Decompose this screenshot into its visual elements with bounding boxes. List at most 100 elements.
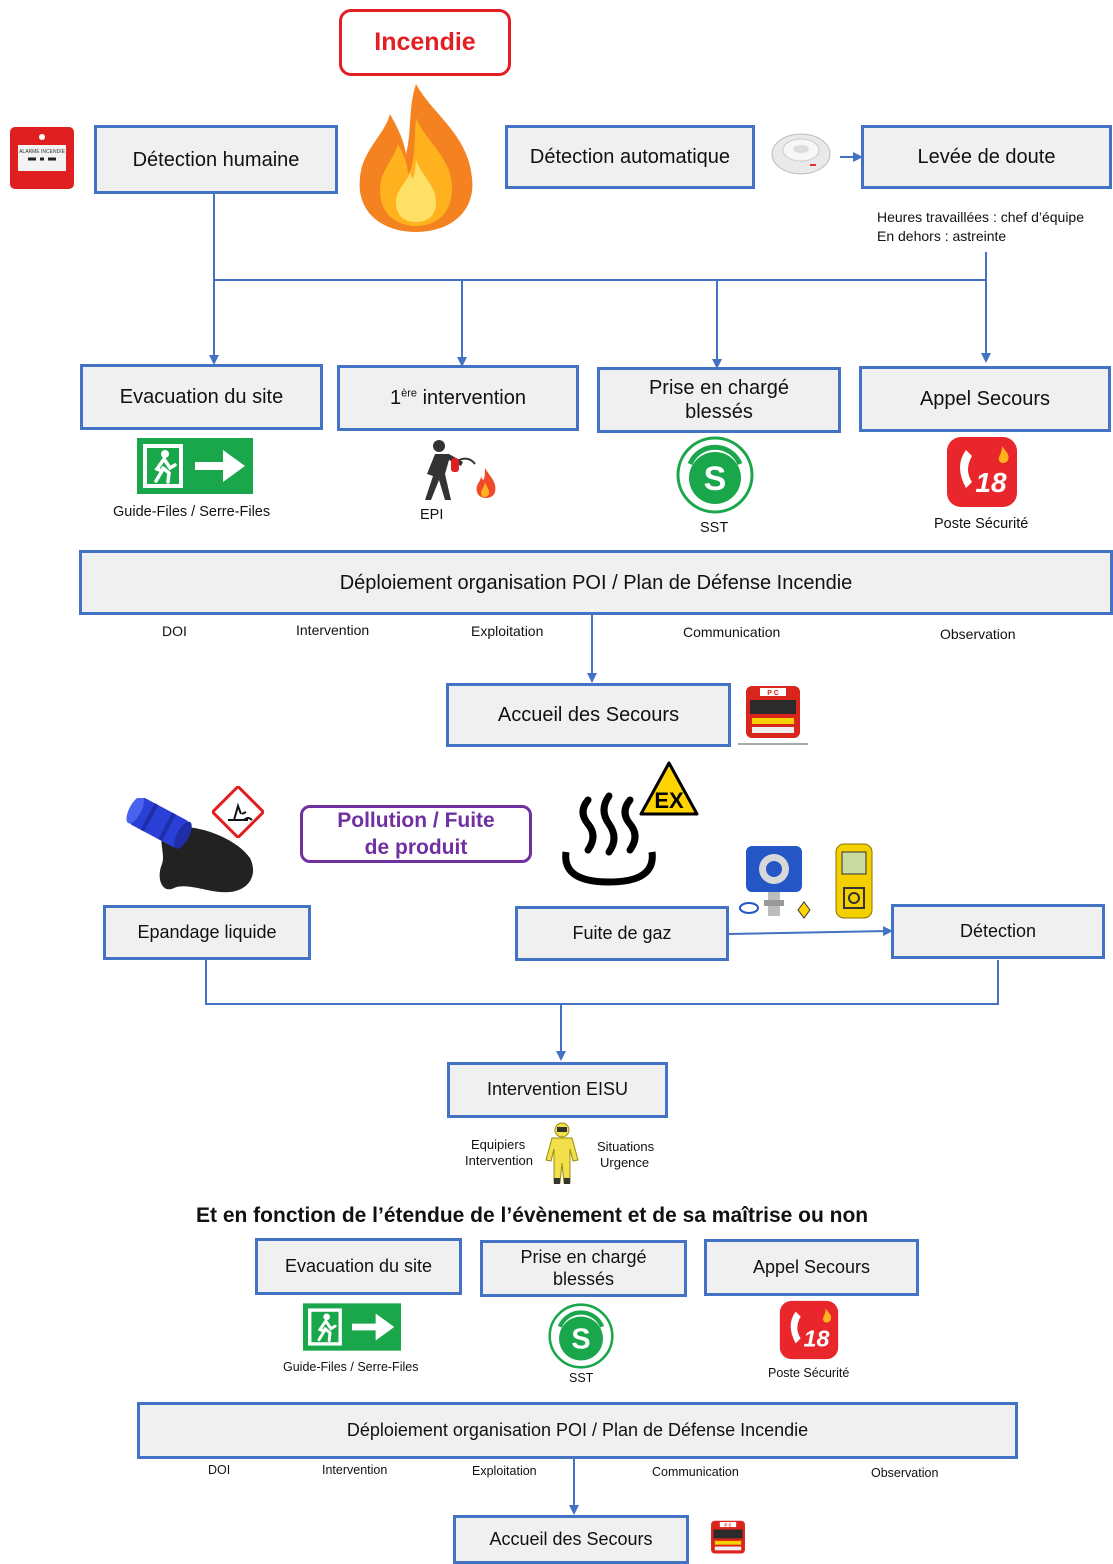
deploiement-label: Déploiement organisation POI / Plan de D… — [339, 571, 853, 594]
appel-secours-label: Appel Secours — [919, 388, 1051, 410]
detection-automatique-box: Détection automatique — [505, 125, 755, 189]
levee-de-doute-box: Levée de doute — [861, 125, 1112, 189]
role2-exploitation: Exploitation — [472, 1464, 537, 1478]
appel-secours-box: Appel Secours — [859, 366, 1111, 432]
role2-communication: Communication — [652, 1465, 739, 1479]
accueil-secours-box: Accueil des Secours — [446, 683, 731, 747]
prise2-line2: blessés — [552, 1268, 615, 1289]
emergency-phone-18-icon-2: 18 — [779, 1300, 839, 1360]
guide-files-caption-2: Guide-Files / Serre-Files — [283, 1360, 419, 1374]
fuite-de-gaz-label: Fuite de gaz — [572, 922, 672, 943]
en-dehors-note: En dehors : astreinte — [877, 228, 1007, 244]
pollution-line2: de produit — [364, 836, 468, 859]
svg-text:ALARME INCENDIE: ALARME INCENDIE — [19, 149, 66, 155]
prise-line2: blessés — [685, 401, 753, 423]
detection-box: Détection — [891, 904, 1105, 959]
intervention-eisu-label: Intervention EISU — [486, 1079, 629, 1100]
premiere-intervention-box: 1ère intervention — [337, 365, 579, 431]
role-doi: DOI — [162, 623, 187, 639]
deploiement2-label: Déploiement organisation POI / Plan de D… — [346, 1419, 809, 1440]
fire-truck-icon: P C — [738, 686, 808, 745]
role-communication: Communication — [683, 624, 781, 640]
line-fuite-to-detection — [728, 926, 893, 937]
fire-alarm-call-point-icon: ALARME INCENDIE — [10, 127, 74, 189]
incendie-title-text: Incendie — [374, 28, 476, 56]
accueil-secours2-label: Accueil des Secours — [489, 1528, 653, 1549]
premiere-intervention-label: 1ère intervention — [390, 386, 526, 410]
intervention-eisu-box: Intervention EISU — [447, 1062, 668, 1118]
role-exploitation: Exploitation — [471, 623, 544, 639]
pollution-line1: Pollution / Fuite — [337, 808, 495, 832]
line-merge-epandage — [205, 960, 999, 1005]
emergency-exit-icon-2 — [303, 1303, 401, 1351]
truck2-pc-text: P C — [724, 1522, 732, 1527]
deploiement-box: Déploiement organisation POI / Plan de D… — [79, 550, 1113, 615]
sst-badge-icon-2: S — [548, 1303, 614, 1369]
sst-badge-icon: S — [676, 436, 754, 514]
flame-icon — [359, 84, 473, 232]
hazmat-suit-icon — [545, 1122, 579, 1184]
epi-caption: EPI — [420, 507, 444, 523]
detection-automatique-label: Détection automatique — [529, 146, 731, 168]
detection-humaine-label: Détection humaine — [132, 148, 300, 171]
premiere-num: 1 — [390, 387, 402, 409]
emergency-exit-icon — [137, 438, 253, 494]
fixed-gas-detector-icon — [739, 846, 811, 919]
emergency-phone-18-icon: 18 — [947, 437, 1017, 507]
sst-caption-2: SST — [569, 1371, 594, 1385]
pollution-title: Pollution / Fuite de produit — [300, 805, 532, 863]
poste-securite-caption: Poste Sécurité — [934, 516, 1029, 532]
appel-secours2-box: Appel Secours — [704, 1239, 919, 1296]
prise-line1: Prise en chargé — [648, 377, 790, 399]
sst-caption: SST — [700, 520, 729, 536]
evacuation-label: Evacuation du site — [119, 386, 284, 408]
evacuation-box: Evacuation du site — [80, 364, 323, 430]
situations-line2: Urgence — [600, 1155, 650, 1170]
detection-label: Détection — [959, 920, 1037, 941]
prise-en-charge-box: Prise en chargé blessés — [597, 367, 841, 433]
prise-en-charge2-box: Prise en chargé blessés — [480, 1240, 687, 1297]
extinguisher-operator-icon — [425, 440, 496, 500]
ex-text: EX — [654, 788, 684, 813]
heures-travaillees-note: Heures travaillées : chef d’équipe — [877, 209, 1085, 225]
equipiers-line2: Intervention — [465, 1153, 533, 1168]
role-observation: Observation — [940, 626, 1016, 642]
spilled-barrel-icon — [126, 798, 254, 893]
role2-doi: DOI — [208, 1463, 231, 1477]
deploiement2-box: Déploiement organisation POI / Plan de D… — [137, 1402, 1018, 1459]
poste-securite-caption-2: Poste Sécurité — [768, 1366, 850, 1380]
role-intervention: Intervention — [296, 622, 370, 638]
detection-humaine-box: Détection humaine — [94, 125, 338, 194]
evacuation2-label: Evacuation du site — [284, 1255, 433, 1276]
sst2-s-letter: S — [571, 1324, 590, 1356]
epandage-liquide-label: Epandage liquide — [137, 921, 277, 942]
epandage-liquide-box: Epandage liquide — [103, 905, 311, 960]
accueil-secours2-box: Accueil des Secours — [453, 1515, 689, 1564]
truck-pc-text: P C — [767, 690, 779, 697]
appel-secours2-label: Appel Secours — [752, 1256, 871, 1277]
ex-atex-warning-icon: EX — [639, 761, 699, 816]
levee-de-doute-label: Levée de doute — [917, 146, 1056, 168]
prise2-line1: Prise en chargé — [520, 1246, 647, 1267]
hot-gas-icon — [562, 792, 656, 886]
extent-heading: Et en fonction de l’étendue de l’évèneme… — [196, 1204, 869, 1227]
phone2-18-text: 18 — [804, 1326, 830, 1352]
phone-18-text: 18 — [975, 467, 1007, 498]
evacuation2-box: Evacuation du site — [255, 1238, 462, 1295]
situations-line1: Situations — [597, 1139, 655, 1154]
fuite-de-gaz-box: Fuite de gaz — [515, 906, 729, 961]
environment-hazard-icon — [212, 786, 264, 838]
smoke-detector-icon — [771, 133, 831, 175]
accueil-secours-label: Accueil des Secours — [497, 704, 680, 726]
equipiers-line1: Equipiers — [471, 1137, 526, 1152]
fire-truck-icon-2: P C — [711, 1520, 745, 1554]
premiere-rest: intervention — [417, 387, 526, 409]
portable-gas-detector-icon — [835, 843, 873, 919]
role2-observation: Observation — [871, 1466, 939, 1480]
incendie-title: Incendie — [339, 9, 511, 76]
sst-s-letter: S — [704, 460, 727, 498]
premiere-sup: ère — [401, 387, 418, 400]
role2-intervention: Intervention — [322, 1463, 388, 1477]
guide-files-caption: Guide-Files / Serre-Files — [113, 504, 271, 520]
